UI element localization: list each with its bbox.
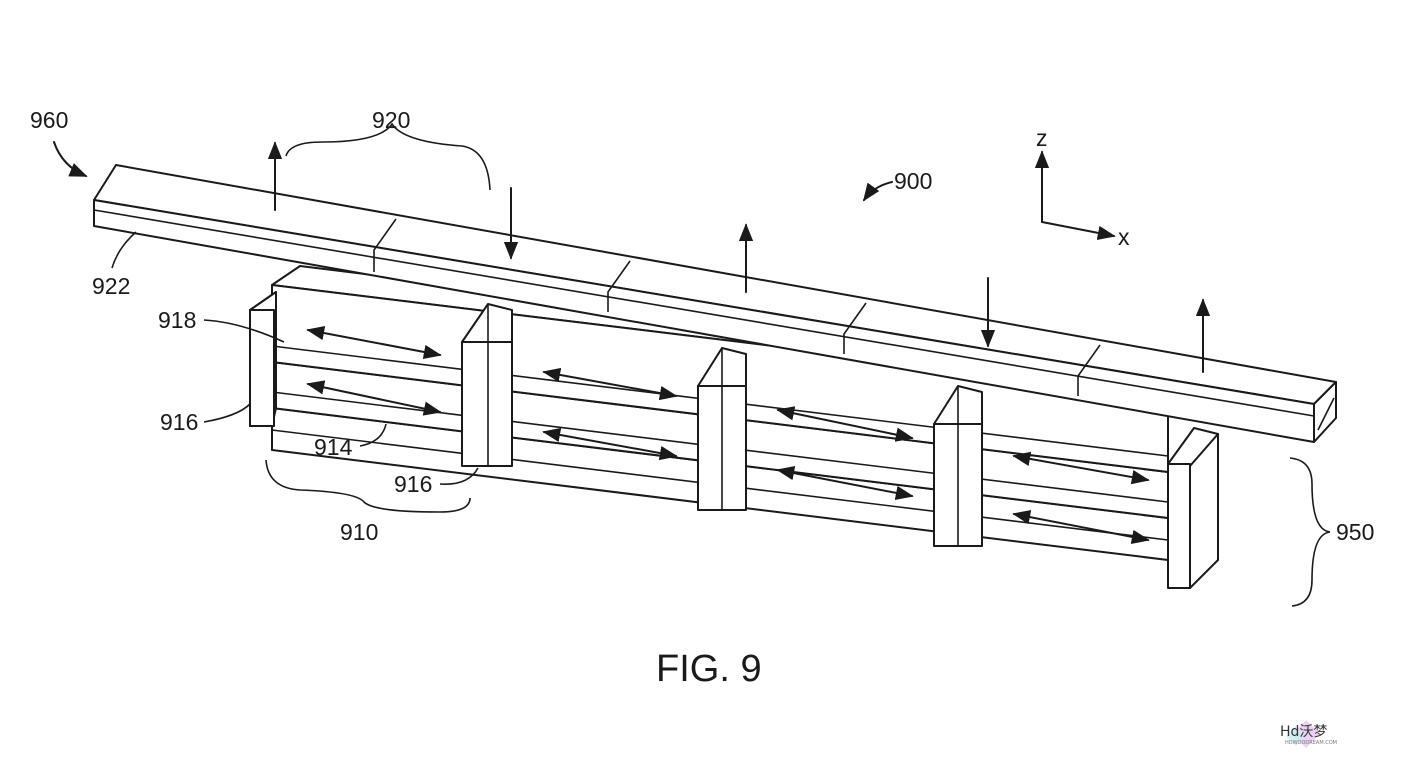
leader-914 bbox=[359, 423, 387, 447]
label-918: 918 bbox=[158, 307, 196, 333]
leader-922 bbox=[111, 231, 137, 269]
leader-916-left bbox=[203, 403, 251, 423]
label-920: 920 bbox=[372, 107, 410, 133]
brace-920 bbox=[285, 122, 491, 191]
label-916-left: 916 bbox=[160, 409, 198, 435]
leader-916-bottom bbox=[439, 467, 479, 485]
figure-caption: FIG. 9 bbox=[656, 648, 762, 690]
segment-seam-1 bbox=[373, 218, 397, 272]
label-900: 900 bbox=[894, 168, 932, 194]
reference-labels: 960 920 900 922 918 916 914 916 910 950 bbox=[30, 107, 1374, 545]
spacer-post-1 bbox=[461, 341, 513, 467]
label-914: 914 bbox=[314, 434, 353, 460]
end-post-right bbox=[1167, 463, 1191, 589]
brace-910 bbox=[265, 459, 471, 513]
axes-indicator: z x bbox=[1034, 125, 1130, 250]
label-916-bottom: 916 bbox=[394, 471, 432, 497]
leader-918 bbox=[203, 319, 285, 343]
segment-seam-4 bbox=[1077, 344, 1101, 396]
label-922: 922 bbox=[92, 273, 130, 299]
segment-seam-3 bbox=[843, 302, 867, 354]
double-arrows bbox=[306, 325, 1150, 544]
z-axis-label: z bbox=[1036, 125, 1048, 151]
label-960: 960 bbox=[30, 107, 68, 133]
leaders bbox=[53, 122, 1331, 607]
watermark-text: Hd沃梦 bbox=[1280, 724, 1327, 740]
beam-layer-line bbox=[93, 209, 1315, 417]
x-axis-arrow bbox=[1041, 221, 1116, 240]
watermark-logo: Hd沃梦 HDWOODREAM.COM bbox=[1280, 720, 1337, 748]
watermark-subtext: HDWOODREAM.COM bbox=[1285, 740, 1337, 746]
upper-beam-960 bbox=[93, 141, 1337, 443]
leader-900 bbox=[862, 181, 893, 202]
x-axis-label: x bbox=[1118, 224, 1130, 250]
end-post-left bbox=[249, 309, 275, 427]
label-950: 950 bbox=[1336, 519, 1374, 545]
label-910: 910 bbox=[340, 519, 378, 545]
leader-960 bbox=[53, 141, 88, 177]
segment-seam-2 bbox=[607, 260, 631, 312]
brace-950 bbox=[1289, 457, 1331, 607]
beam-end-detail bbox=[1317, 397, 1335, 431]
